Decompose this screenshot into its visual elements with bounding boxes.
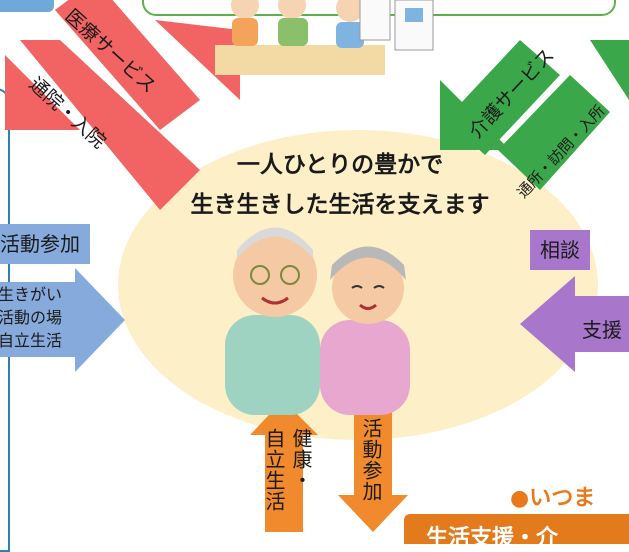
life-support-banner: 生活支援・介 (404, 514, 629, 551)
elderly-couple-illustration (225, 227, 410, 415)
notice-heading: ●いつま (510, 486, 596, 511)
headline-line-2: 生き生きした生活を支えます (190, 192, 490, 218)
activity-participation-label: 活動参加 (0, 224, 90, 264)
up-arrow-label-col1: 健康・ (289, 428, 313, 491)
headline-line-1: 一人ひとりの豊かで (236, 152, 444, 178)
life-support-banner-text: 生活支援・介 (426, 526, 559, 551)
benefit-list: 生きがい 活動の場 自立生活 (0, 283, 78, 352)
orange-down-arrow (338, 410, 408, 532)
benefit-item: 活動の場 (0, 308, 63, 327)
orange-up-arrow (250, 400, 318, 532)
purple-left-arrow (520, 276, 629, 372)
top-left-panel-edge (0, 0, 54, 12)
green-double-arrow (440, 40, 629, 190)
arrow-layer (0, 0, 629, 532)
blue-right-arrow (0, 268, 125, 372)
benefit-item: 生きがい (0, 285, 63, 304)
consultation-label: 相談 (530, 230, 590, 270)
benefit-item: 自立生活 (0, 331, 63, 350)
consultation-illustration (215, 0, 434, 75)
red-double-arrow (5, 0, 240, 210)
up-arrow-label-col2: 自立生活 (262, 428, 286, 512)
down-arrow-label: 活動参加 (359, 418, 383, 502)
support-label: 支援 (582, 318, 622, 342)
